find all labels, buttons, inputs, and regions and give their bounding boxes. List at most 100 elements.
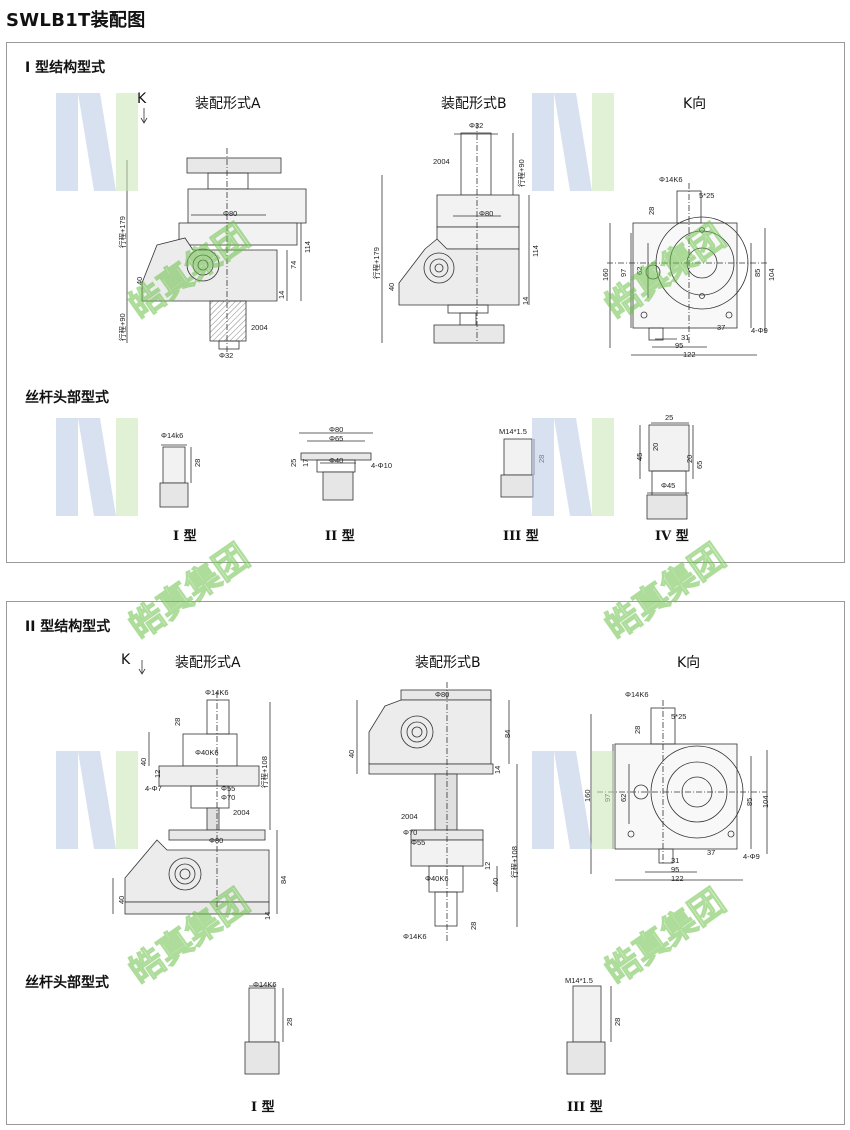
dim-label: 行程+108 [260,756,269,788]
dim-label: 97 [619,268,628,277]
view-k-title: K向 [683,96,707,112]
dim-label: 20 [651,442,660,451]
view-b-title: 装配形式B [415,655,481,671]
dim-label: Φ14K6 [625,690,649,699]
dim-label: 行程+179 [118,216,127,248]
dim-label: 行程+108 [510,846,519,878]
dim-label: 40 [491,877,500,886]
dim-label: 104 [761,795,770,808]
dim-label: 37 [707,848,716,857]
dim-label: 行程+90 [517,159,526,187]
dim-label: Φ80 [479,209,494,218]
dim-label: 28 [633,725,642,734]
dim-label: 31 [681,333,690,342]
dim-label: Φ70 [221,793,236,802]
panel1-drawing [126,108,767,520]
panel2-drawing [112,660,768,1075]
head-type-label: III 型 [503,529,539,544]
dim-label: 4-Φ9 [743,852,760,861]
dim-label: 31 [671,856,680,865]
dim-label: 2004 [433,157,450,166]
dim-label: 4-Φ9 [751,326,768,335]
dim-label: Φ14K6 [659,175,683,184]
dim-label: 14 [521,296,530,305]
dim-label: 2004 [251,323,268,332]
dim-label: 122 [671,874,684,883]
panel-type-2: II 型结构型式 K 装配形式A 装配形式B K向 Φ14K6 28 Φ40K6… [6,601,845,1125]
dim-label: 40 [347,749,356,758]
section-title-type-1: I 型结构型式 [25,60,106,76]
dim-label: Φ14K6 [205,688,229,697]
dim-label: 14 [493,765,502,774]
heads-title-type-1: 丝杆头部型式 [25,390,109,406]
dim-label: 25 [289,458,298,467]
dim-label: Φ40K6 [425,874,449,883]
dim-label: 114 [531,245,540,257]
dim-label: 74 [289,260,298,269]
dim-label: Φ40K6 [195,748,219,757]
dim-label: 84 [503,729,512,738]
dim-label: Φ55 [221,784,236,793]
dim-label: 45 [635,452,644,461]
dim-label: 5*25 [699,191,715,200]
view-b-title: 装配形式B [441,96,507,112]
dim-label: 160 [601,268,610,281]
page-title: SWLB1T装配图 [6,10,146,31]
dim-label: 28 [647,206,656,215]
dim-label: 行程+179 [372,247,381,279]
dim-label: Φ14K6 [403,932,427,941]
dim-label: Φ80 [223,209,238,218]
heads-title-type-2: 丝杆头部型式 [25,975,109,991]
view-k-title: K向 [677,655,701,671]
dim-label: 28 [469,921,478,930]
dim-label: 20 [685,454,694,463]
dim-label: 28 [285,1017,294,1026]
view-a-title: 装配形式A [175,655,241,671]
k-label: K [137,91,147,107]
section-title-type-2: II 型结构型式 [25,619,111,635]
dim-label: 28 [537,454,546,463]
dim-label: 2004 [401,812,418,821]
head-type-label: I 型 [173,529,197,544]
dim-label: 97 [603,793,612,802]
dim-label: 65 [695,460,704,469]
dim-label: 85 [753,268,762,277]
dim-label: Φ45 [661,481,676,490]
dim-label: 4-Φ7 [145,784,162,793]
dim-label: 28 [193,458,202,467]
dim-label: 122 [683,350,696,359]
head-type-label: I 型 [251,1100,275,1115]
dim-label: 40 [387,282,396,291]
dim-label: 40 [139,757,148,766]
dim-label: 14 [263,911,272,920]
dim-label: 95 [675,341,684,350]
view-a-title: 装配形式A [195,96,261,112]
dim-label: 95 [671,865,680,874]
dim-label: M14*1.5 [565,976,593,985]
dim-label: 160 [583,789,592,802]
dim-label: 14 [277,290,286,299]
head-type-label: IV 型 [655,529,689,544]
dim-label: 62 [619,793,628,802]
head-type-label: II 型 [325,529,355,544]
dim-label: 12 [153,769,162,778]
dim-label: 行程+90 [118,313,127,341]
k-label: K [121,652,131,668]
dim-label: 5*25 [671,712,687,721]
dim-label: 104 [767,268,776,281]
dim-label: Φ65 [329,434,344,443]
dim-label: 40 [135,276,144,285]
dim-label: 62 [635,266,644,275]
head-type-label: III 型 [567,1100,603,1115]
dim-label: 28 [613,1017,622,1026]
dim-label: Φ80 [209,836,224,845]
dim-label: 85 [745,797,754,806]
dim-label: Φ40 [329,456,344,465]
dim-label: 114 [303,241,312,253]
dim-label: Φ14K6 [253,980,277,989]
dim-label: 84 [279,875,288,884]
dim-label: Φ70 [403,828,418,837]
dim-label: 12 [483,861,492,870]
dim-label: 17 [301,458,310,467]
panel-type-1: I 型结构型式 K 装配形式A 装配形式B K向 Φ80 行程+179 114 … [6,42,845,563]
